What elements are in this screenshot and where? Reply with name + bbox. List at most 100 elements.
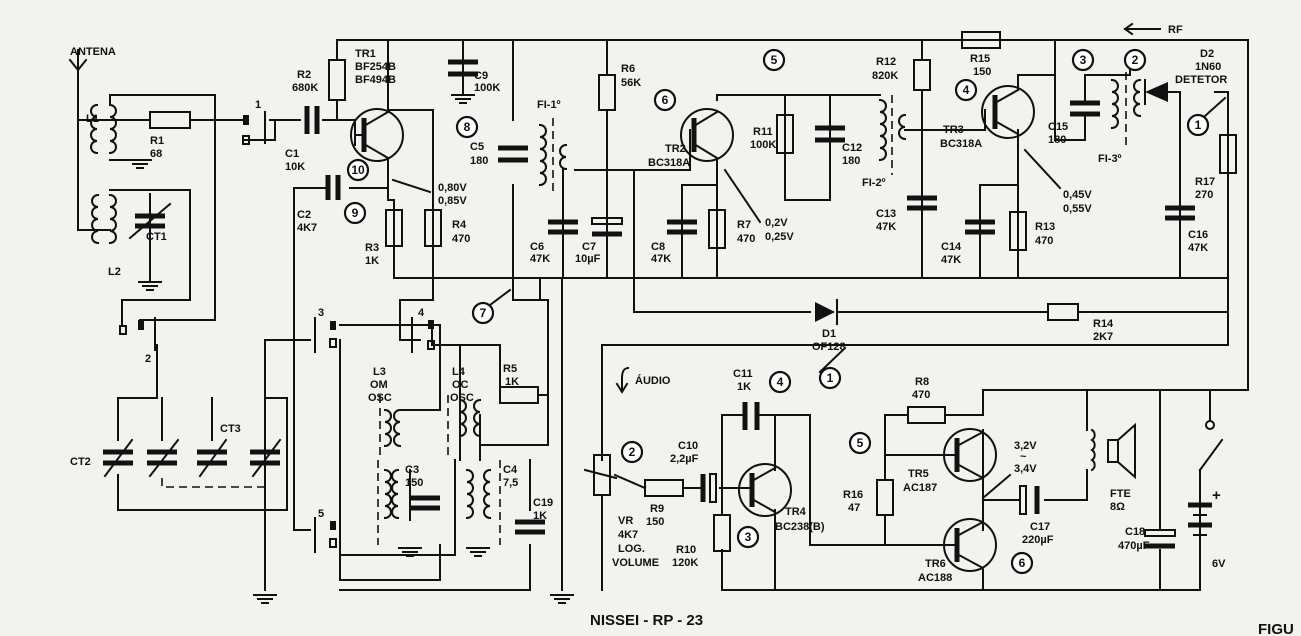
resistor-r3	[385, 209, 403, 247]
c8-value: 47K	[651, 253, 671, 265]
pointer-line	[488, 288, 512, 307]
c8-label: C8	[651, 241, 665, 253]
l2-label: L2	[108, 266, 121, 278]
ground-icon	[128, 159, 152, 169]
vr-label: VR	[618, 515, 633, 527]
svg-text:1: 1	[1195, 118, 1202, 132]
c15-value: 180	[1048, 134, 1066, 146]
svg-text:5: 5	[857, 436, 864, 450]
detetor-label: DETETOR	[1175, 74, 1227, 86]
pointer-line	[981, 473, 1012, 500]
arrow-down-icon	[615, 366, 630, 394]
ground-icon	[466, 547, 490, 557]
resistor-r12	[913, 59, 931, 91]
resistor-r2	[328, 59, 346, 101]
r17-label: R17	[1195, 176, 1215, 188]
tr2-label: TR2	[665, 143, 686, 155]
test-point-6-rf: 6	[653, 88, 677, 112]
trimmer-ct1	[128, 202, 172, 240]
l3-label: L3	[373, 366, 386, 378]
ground-icon	[550, 594, 574, 604]
r4-value: 470	[452, 233, 470, 245]
r7-label: R7	[737, 219, 751, 231]
r14-value: 2K7	[1093, 331, 1113, 343]
r5-value: 1K	[505, 376, 519, 388]
c1-value: 10K	[285, 161, 305, 173]
resistor-r15	[961, 31, 1001, 49]
test-point-8: 8	[455, 115, 479, 139]
switch-1[interactable]	[242, 111, 266, 145]
c19-label: C19	[533, 497, 553, 509]
vr-value: 4K7	[618, 529, 638, 541]
transistor-tr4	[738, 463, 792, 517]
power-switch[interactable]	[1198, 420, 1224, 472]
c2-value: 4K7	[297, 222, 317, 234]
tr3-label: TR3	[943, 124, 964, 136]
resistor-r17	[1219, 134, 1237, 174]
switch-4[interactable]	[411, 317, 435, 353]
c13-label: C13	[876, 208, 896, 220]
capacitor-c10	[700, 473, 717, 503]
c19-value: 1K	[533, 510, 547, 522]
c10-value: 2,2µF	[670, 453, 699, 465]
tr4-value: BC238(B)	[775, 521, 825, 533]
svg-text:9: 9	[352, 206, 359, 220]
c17-value: 220µF	[1022, 534, 1054, 546]
c6-value: 47K	[530, 253, 550, 265]
test-point-3-audio: 3	[736, 525, 760, 549]
resistor-r4	[424, 209, 442, 247]
c3-label: C3	[405, 464, 419, 476]
svg-text:6: 6	[1019, 556, 1026, 570]
coil-l2	[91, 193, 117, 245]
c11-label: C11	[733, 368, 753, 380]
c5-value: 180	[470, 155, 488, 167]
tr1-value-2: BF494B	[355, 74, 396, 86]
c16-value: 47K	[1188, 242, 1208, 254]
r6-label: R6	[621, 63, 635, 75]
tr1-value-1: BF254B	[355, 61, 396, 73]
r1-value: 68	[150, 148, 162, 160]
c3-value: 150	[405, 477, 423, 489]
l1-label: L1	[86, 113, 99, 125]
fte-label: FTE	[1110, 488, 1131, 500]
speaker-icon[interactable]	[1090, 422, 1136, 480]
fi1-label: FI-1º	[537, 99, 561, 111]
svg-text:3: 3	[745, 530, 752, 544]
tr3-voltage-b: 0,55V	[1063, 203, 1092, 215]
ground-icon	[138, 281, 162, 291]
d1-label: D1	[822, 328, 836, 340]
c7-label: C7	[582, 241, 596, 253]
capacitor-c16	[1165, 205, 1195, 221]
capacitor-c2	[325, 175, 341, 200]
resistor-r8	[907, 406, 946, 424]
resistor-r7	[708, 209, 726, 249]
fte-value: 8Ω	[1110, 501, 1125, 513]
c14-value: 47K	[941, 254, 961, 266]
switch-3[interactable]	[314, 317, 337, 353]
potentiometer-vr[interactable]	[583, 454, 618, 496]
tr5-label: TR5	[908, 468, 929, 480]
pointer-line	[818, 346, 847, 374]
battery-value: 6V	[1212, 558, 1226, 570]
switch-2[interactable]	[119, 317, 156, 351]
rf-label: RF	[1168, 24, 1183, 36]
resistor-r1	[149, 111, 191, 129]
resistor-r13	[1009, 211, 1027, 251]
c1-label: C1	[285, 148, 299, 160]
tr3-value: BC318A	[940, 138, 982, 150]
tr4-label: TR4	[785, 506, 807, 518]
r3-value: 1K	[365, 255, 379, 267]
svg-text:5: 5	[771, 53, 778, 67]
switch-5[interactable]	[314, 517, 337, 553]
capacitor-c8	[667, 219, 697, 235]
r5-label: R5	[503, 363, 517, 375]
antena-label: ANTENA	[70, 46, 116, 58]
c7-value: 10µF	[575, 253, 601, 265]
coil-l1	[90, 103, 117, 155]
capacitor-c17	[1019, 485, 1040, 515]
ct2-label: CT2	[70, 456, 91, 468]
tr3-voltage-a: 0,45V	[1063, 189, 1092, 201]
transformer-fi1	[538, 118, 568, 192]
d1-value: OF128	[812, 341, 846, 353]
r9-label: R9	[650, 503, 664, 515]
